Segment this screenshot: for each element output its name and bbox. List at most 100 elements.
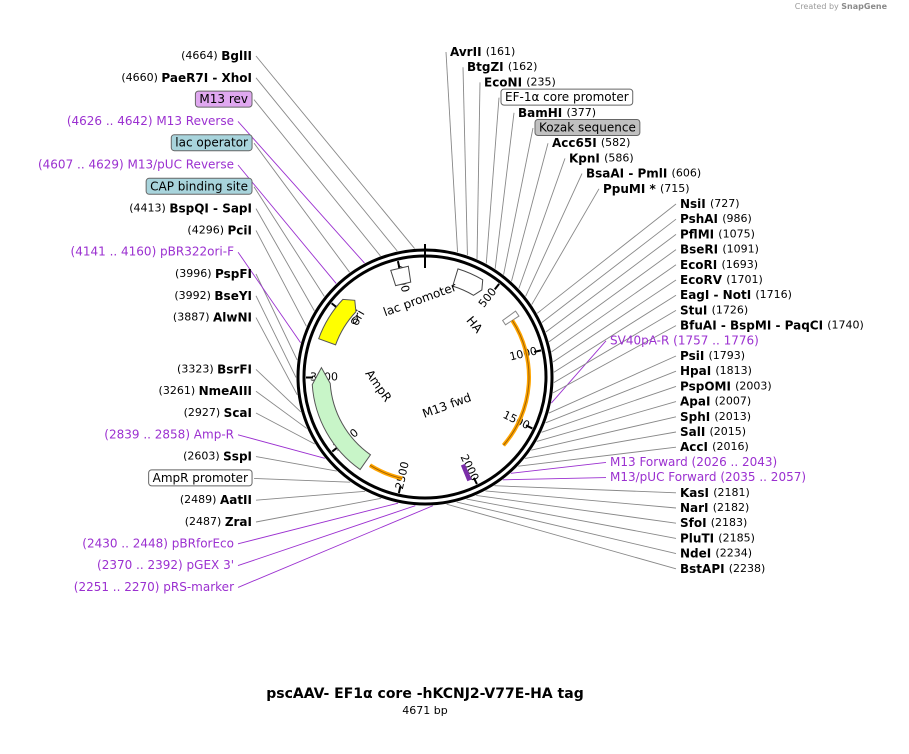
leader-line <box>552 325 677 394</box>
label-text: StuI (1726) <box>680 303 748 317</box>
leader-line <box>531 188 600 305</box>
site-label-aatii: (2489) AatII <box>180 493 252 507</box>
feature-tag-box <box>148 469 253 487</box>
label-text: (4664) BglII <box>181 49 252 63</box>
label-text: PspOMI (2003) <box>680 379 772 393</box>
feature-tag-lac-operator: lac operator <box>170 134 253 152</box>
label-text: AvrII (161) <box>450 45 515 59</box>
site-label-btgzi: BtgZI (162) <box>467 60 537 74</box>
leader-line <box>255 412 315 445</box>
label-text: PpuMI * (715) <box>603 181 690 195</box>
label-text: (4141 .. 4160) pBR322ori-F <box>71 245 235 259</box>
label-text: BfuAI - BspMI - PaqCI (1740) <box>680 318 864 332</box>
ha-label: HA <box>463 314 485 337</box>
tick-mark <box>396 260 401 269</box>
ef-1-core-promoter-feature <box>452 268 484 296</box>
label-text: CAP binding site <box>150 179 248 193</box>
label-text: (2370 .. 2392) pGEX 3' <box>97 558 234 572</box>
label-text: SfoI (2183) <box>680 516 747 530</box>
leader-line <box>553 294 677 373</box>
tick-mark <box>397 486 402 494</box>
feature-tag-box <box>534 119 641 136</box>
primer-label-pgex-3-: (2370 .. 2392) pGEX 3' <box>97 558 234 572</box>
site-label-bglii: (4664) BglII <box>181 49 252 63</box>
feature-tag-box <box>170 134 253 152</box>
site-label-psii: PsiI (1793) <box>680 349 745 363</box>
site-label-bstapi: BstAPI (2238) <box>680 561 765 575</box>
label-text: EF-1α core promoter <box>505 90 629 104</box>
label-text: (2603) SspI <box>183 449 252 463</box>
site-label-acci: AccI (2016) <box>680 440 749 454</box>
leader-line <box>237 505 416 567</box>
site-label-bseri: BseRI (1091) <box>680 242 759 256</box>
primer-label-pbrforeco: (2430 .. 2448) pBRforEco <box>82 536 234 550</box>
leader-line <box>510 461 607 474</box>
label-text: (4296) PciI <box>187 223 252 237</box>
primer-label-prs-marker: (2251 .. 2270) pRS-marker <box>74 580 234 594</box>
label-text: (4626 .. 4642) M13 Reverse <box>67 114 234 128</box>
leader-line <box>255 390 307 429</box>
ori-feature <box>318 298 357 346</box>
leader-line <box>545 370 677 424</box>
label-text: (2927) ScaI <box>184 406 252 420</box>
site-label-kpni: KpnI (586) <box>569 151 634 165</box>
feature-tag-box <box>500 88 634 106</box>
site-label-avrii: AvrII (161) <box>450 45 515 59</box>
leader-line <box>445 51 459 253</box>
tick-label: 2500 <box>393 460 412 490</box>
leader-line <box>255 77 398 252</box>
label-text: SalI (2015) <box>680 425 746 439</box>
site-label-zrai: (2487) ZraI <box>185 515 252 529</box>
leader-line <box>518 158 566 289</box>
label-text: NdeI (2234) <box>680 546 752 560</box>
leader-line <box>525 173 583 297</box>
ori-label: ori <box>348 307 368 328</box>
label-text: EcoRI (1693) <box>680 257 758 271</box>
site-label-pspfi: (3996) PspFI <box>175 267 252 281</box>
leader-line <box>255 295 297 378</box>
label-text: AccI (2016) <box>680 440 749 454</box>
label-text: (2251 .. 2270) pRS-marker <box>74 580 234 594</box>
label-text: (4413) BspQI - SapI <box>129 201 252 215</box>
feature-tag-ampr-promoter: AmpR promoter <box>148 469 253 487</box>
lac-promoter-feature <box>390 265 412 287</box>
site-label-pshai: PshAI (986) <box>680 212 752 226</box>
leader-line <box>548 249 677 343</box>
leader-line <box>446 503 677 570</box>
site-label-eagi-noti: EagI - NotI (1716) <box>680 288 792 302</box>
leader-line <box>545 234 677 333</box>
label-text: BseRI (1091) <box>680 242 759 256</box>
site-label-econi: EcoNI (235) <box>484 75 556 89</box>
label-text: (4660) PaeR7I - XhoI <box>121 70 252 84</box>
feature-tag-box <box>145 177 253 195</box>
plasmid-size: 4671 bp <box>402 704 448 717</box>
label-text: PluTI (2185) <box>680 531 755 545</box>
leader-line <box>253 99 381 257</box>
leader-line <box>536 203 677 314</box>
leader-line <box>254 477 351 483</box>
label-text: (2430 .. 2448) pBRforEco <box>82 536 234 550</box>
label-text: (3887) AlwNI <box>173 310 252 324</box>
label-text: NarI (2182) <box>680 501 749 515</box>
leader-line <box>255 369 302 413</box>
leader-line <box>237 121 365 264</box>
primer-label-sv40pa-r: SV40pA-R (1757 .. 1776) <box>610 333 759 347</box>
tick-mark <box>493 283 500 291</box>
site-label-bfuai-bspmi-paqci: BfuAI - BspMI - PaqCI (1740) <box>680 318 864 332</box>
label-text: Acc65I (582) <box>552 136 630 150</box>
label-text: NsiI (727) <box>680 197 740 211</box>
label-text: BtgZI (162) <box>467 60 537 74</box>
leader-line <box>494 112 515 269</box>
site-label-nmeaiii: (3261) NmeAIII <box>159 384 252 398</box>
leader-line <box>541 385 677 433</box>
site-label-stui: StuI (1726) <box>680 303 748 317</box>
leader-line <box>511 143 549 282</box>
site-label-pspomi: PspOMI (2003) <box>680 379 772 393</box>
leader-line <box>237 164 337 284</box>
label-text: ApaI (2007) <box>680 394 751 408</box>
leader-line <box>531 416 677 451</box>
leader-line <box>476 494 677 524</box>
leader-line <box>237 505 433 588</box>
leader-line <box>255 230 307 327</box>
